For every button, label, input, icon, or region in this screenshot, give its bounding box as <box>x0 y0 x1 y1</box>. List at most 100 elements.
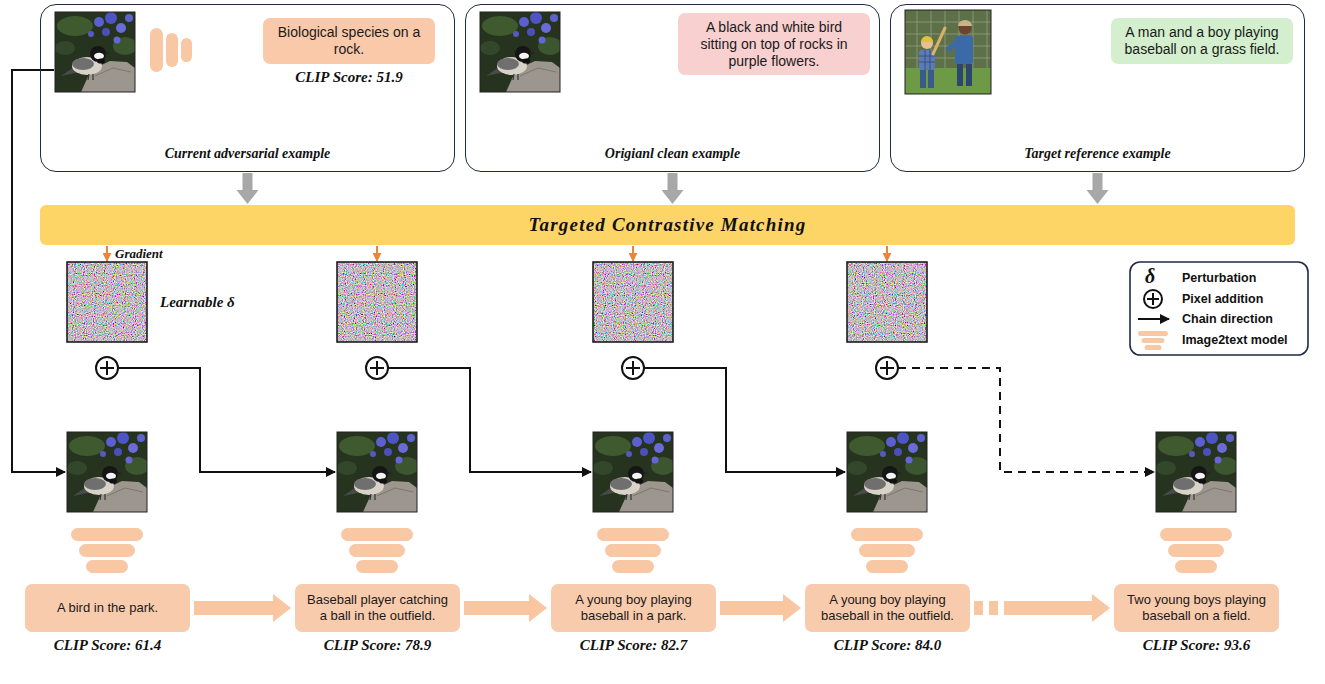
graphic-part <box>593 262 673 342</box>
legend-text: Chain direction <box>1182 311 1273 327</box>
image2text-icon <box>71 528 1232 573</box>
panel-heading: Target reference example <box>891 146 1304 162</box>
graphic-part <box>1144 290 1162 308</box>
graphic-part <box>886 246 888 261</box>
caption-box: A young boy playing baseball in the outf… <box>805 584 970 632</box>
annotation-label: Gradient <box>115 247 163 262</box>
caption-box: Biological species on a rock.CLIP Score:… <box>263 18 435 64</box>
graphic-part <box>1175 560 1217 573</box>
caption-box: A bird in the park.CLIP Score: 61.4 <box>25 584 190 632</box>
graphic-part <box>349 544 405 557</box>
caption-text: A young boy playing baseball in the outf… <box>813 592 962 623</box>
flow-arrow <box>974 594 1110 622</box>
graphic-part <box>366 357 388 379</box>
graphic-part <box>118 368 335 472</box>
clip-score: CLIP Score: 78.9 <box>324 637 431 654</box>
flow-arrow <box>237 173 259 204</box>
gradient-arrows <box>107 246 887 261</box>
caption-text: A bird in the park. <box>57 600 158 616</box>
graphic-part <box>593 262 673 342</box>
graphic-part <box>79 544 135 557</box>
legend-text: Pixel addition <box>1182 291 1263 307</box>
graphic-part <box>67 432 147 512</box>
graphic-part <box>1138 318 1169 320</box>
caption-text: A man and a boy playing baseball on a gr… <box>1119 24 1285 58</box>
graphic-part <box>1156 432 1238 512</box>
graphic-part <box>100 361 114 375</box>
graphic-part <box>337 262 417 342</box>
caption-box: A black and white bird sitting on top of… <box>678 13 870 75</box>
caption-text: Two young boys playing baseball on a fie… <box>1122 592 1271 623</box>
graphic-part <box>1138 331 1168 336</box>
annotation-label: Learnable δ <box>160 294 235 311</box>
example-panel: Current adversarial example Biological sp… <box>40 4 455 172</box>
graphic-part <box>341 528 413 541</box>
image2text-icon <box>150 28 192 72</box>
band-title: Targeted Contrastive Matching <box>529 214 807 236</box>
graphic-part <box>876 357 898 379</box>
graphic-part <box>1147 293 1159 305</box>
flow-arrow <box>662 173 684 204</box>
example-panel: Target reference example A man and a boy … <box>890 4 1305 172</box>
bird-image <box>55 12 137 92</box>
image-frame <box>480 12 560 92</box>
legend-samples <box>1138 290 1169 350</box>
flow-arrow <box>720 594 801 622</box>
bird-image <box>480 12 562 92</box>
image-frame <box>55 12 135 92</box>
graphic-part <box>880 361 894 375</box>
clip-score: CLIP Score: 84.0 <box>834 637 941 654</box>
image-frame <box>905 10 991 94</box>
legend-text: Perturbation <box>1182 270 1256 286</box>
legend-symbol: δ <box>1145 265 1155 288</box>
flow-arrow <box>194 594 291 622</box>
graphic-part <box>337 432 419 512</box>
graphic-part <box>67 262 927 342</box>
graphic-part <box>388 368 591 472</box>
graphic-part <box>632 246 634 261</box>
graphic-part <box>1156 432 1236 512</box>
graphic-part <box>96 357 118 379</box>
baseball-image <box>905 10 991 94</box>
graphic-part <box>612 560 654 573</box>
graphic-part <box>67 262 147 342</box>
panel-heading: Current adversarial example <box>41 146 454 162</box>
graphic-part <box>605 544 661 557</box>
caption-box: A man and a boy playing baseball on a gr… <box>1111 18 1293 64</box>
graphic-part <box>622 357 644 379</box>
graphic-part <box>1168 544 1224 557</box>
graphic-part <box>644 368 845 472</box>
graphic-part <box>847 262 927 342</box>
graphic-part <box>376 246 378 261</box>
graphic-part <box>847 432 929 512</box>
graphic-part <box>337 262 417 342</box>
caption-text: A young boy playing baseball in a park. <box>559 592 708 623</box>
graphic-part <box>866 560 908 573</box>
graphic-part <box>898 368 1154 472</box>
clip-score: CLIP Score: 82.7 <box>580 637 687 654</box>
graphic-part <box>1160 528 1232 541</box>
graphic-part <box>626 361 640 375</box>
graphic-part <box>597 528 669 541</box>
graphic-part <box>593 432 675 512</box>
caption-box: A young boy playing baseball in a park.C… <box>551 584 716 632</box>
graphic-part <box>851 528 923 541</box>
graphic-part <box>847 432 927 512</box>
graphic-part <box>86 560 128 573</box>
caption-text: A black and white bird sitting on top of… <box>686 19 862 69</box>
legend-text: Image2text model <box>1182 332 1288 348</box>
graphic-part <box>166 33 178 67</box>
clip-score: CLIP Score: 61.4 <box>54 637 161 654</box>
graphic-part <box>356 560 398 573</box>
graphic-part <box>1145 345 1162 350</box>
caption-box: Two young boys playing baseball on a fie… <box>1114 584 1279 632</box>
clip-score: CLIP Score: 51.9 <box>295 69 402 86</box>
matching-band: Targeted Contrastive Matching <box>40 205 1295 245</box>
graphic-part <box>67 262 147 342</box>
panel-heading: Origianl clean example <box>466 146 879 162</box>
graphic-part <box>67 432 1236 512</box>
graphic-part <box>71 528 143 541</box>
clip-score: CLIP Score: 93.6 <box>1143 637 1250 654</box>
chain-arrows <box>12 70 1154 472</box>
